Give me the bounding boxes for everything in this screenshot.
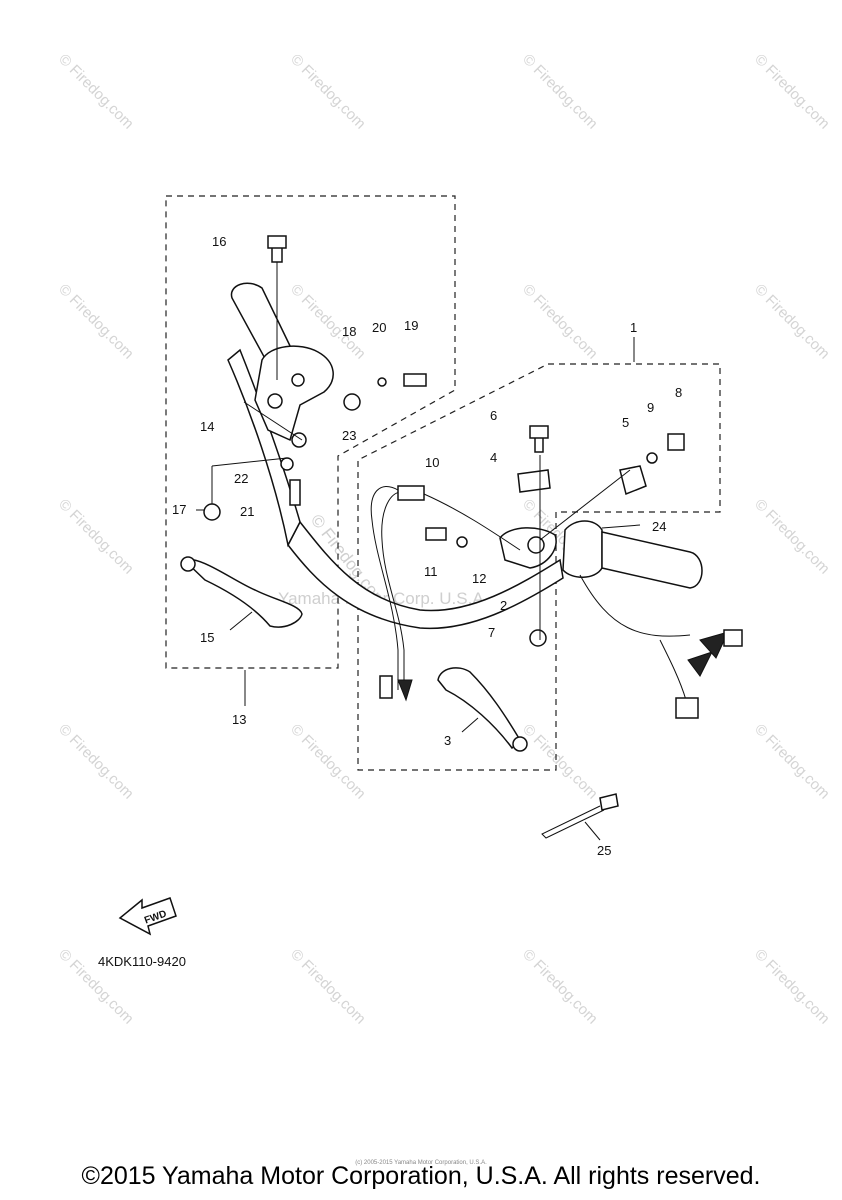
- watermark-text: © Firedog.com: [55, 721, 137, 803]
- copyright-text: ©2015 Yamaha Motor Corporation, U.S.A. A…: [81, 1162, 761, 1190]
- callout-18: 18: [342, 324, 356, 339]
- watermark-text: © Firedog.com: [55, 496, 137, 578]
- wire-harness: [579, 574, 743, 719]
- leader-24: [601, 524, 641, 529]
- leader-25: [584, 821, 601, 841]
- watermark-text: © Firedog.com: [519, 281, 601, 363]
- grommet-17: [203, 503, 221, 521]
- watermark-text: © Firedog.com: [751, 51, 833, 133]
- leader-17c: [211, 457, 288, 467]
- callout-25: 25: [597, 843, 611, 858]
- watermark-text: © Firedog.com: [287, 721, 369, 803]
- watermark-text: © Firedog.com: [519, 51, 601, 133]
- callout-20: 20: [372, 320, 386, 335]
- watermark-text: © Firedog.com: [751, 281, 833, 363]
- screw-21: [289, 479, 301, 506]
- callout-14: 14: [200, 419, 214, 434]
- watermark-text: © Firedog.com: [55, 51, 137, 133]
- watermark-text: © Firedog.com: [55, 281, 137, 363]
- nut-22: [280, 457, 294, 471]
- callout-24: 24: [652, 519, 666, 534]
- callout-12: 12: [472, 571, 486, 586]
- copyright-small: (c) 2005-2015 Yamaha Motor Corporation, …: [355, 1160, 487, 1166]
- callout-16: 16: [212, 234, 226, 249]
- watermark-text: © Firedog.com: [751, 496, 833, 578]
- callout-8: 8: [675, 385, 682, 400]
- watermark-text: © Firedog.com: [751, 946, 833, 1028]
- callout-2: 2: [500, 598, 507, 613]
- washer-20: [377, 377, 387, 387]
- watermark-text: © Firedog.com: [287, 946, 369, 1028]
- callout-7: 7: [488, 625, 495, 640]
- cable-10: [370, 485, 521, 702]
- switch-11: [425, 527, 447, 541]
- leader-15: [229, 611, 253, 631]
- watermark-text: © Firedog.com: [519, 946, 601, 1028]
- callout-11: 11: [424, 564, 438, 579]
- cable-tie-25: [541, 793, 619, 839]
- throttle-housing-24: [562, 520, 603, 578]
- callout-19: 19: [404, 318, 418, 333]
- callout-5: 5: [622, 415, 629, 430]
- callout-23: 23: [342, 428, 356, 443]
- callout-1: 1: [630, 320, 637, 335]
- clip-12: [456, 536, 468, 548]
- bolt-6: [529, 425, 549, 453]
- callout-9: 9: [647, 400, 654, 415]
- callout-6: 6: [490, 408, 497, 423]
- group-box-13: [165, 195, 456, 669]
- collar-7: [529, 629, 547, 647]
- watermark-text: © Firedog.com: [519, 721, 601, 803]
- bolt-16: [267, 235, 287, 263]
- right-lever-3: [437, 667, 528, 752]
- left-lever-holder: [254, 345, 334, 442]
- part-number: 4KDK110-9420: [98, 954, 186, 969]
- callout-15: 15: [200, 630, 214, 645]
- callout-22: 22: [234, 471, 248, 486]
- holder-5: [619, 465, 647, 496]
- bracket-18: [343, 393, 361, 411]
- screw-8: [667, 433, 685, 451]
- bracket-4: [517, 469, 551, 493]
- left-lever-15: [180, 556, 303, 628]
- callout-17: 17: [172, 502, 186, 517]
- collar-23: [291, 432, 307, 448]
- washer-9: [646, 452, 658, 464]
- callout-4: 4: [490, 450, 497, 465]
- leader-5: [539, 469, 631, 541]
- callout-10: 10: [425, 455, 439, 470]
- watermark-text: © Firedog.com: [751, 721, 833, 803]
- screw-19: [403, 373, 427, 387]
- callout-3: 3: [444, 733, 451, 748]
- callout-21: 21: [240, 504, 254, 519]
- right-grip: [601, 531, 703, 589]
- fwd-arrow-icon: FWD: [118, 897, 177, 936]
- callout-13: 13: [232, 712, 246, 727]
- watermark-text: © Firedog.com: [287, 51, 369, 133]
- leader-3: [461, 717, 479, 733]
- wire-14: [243, 401, 303, 441]
